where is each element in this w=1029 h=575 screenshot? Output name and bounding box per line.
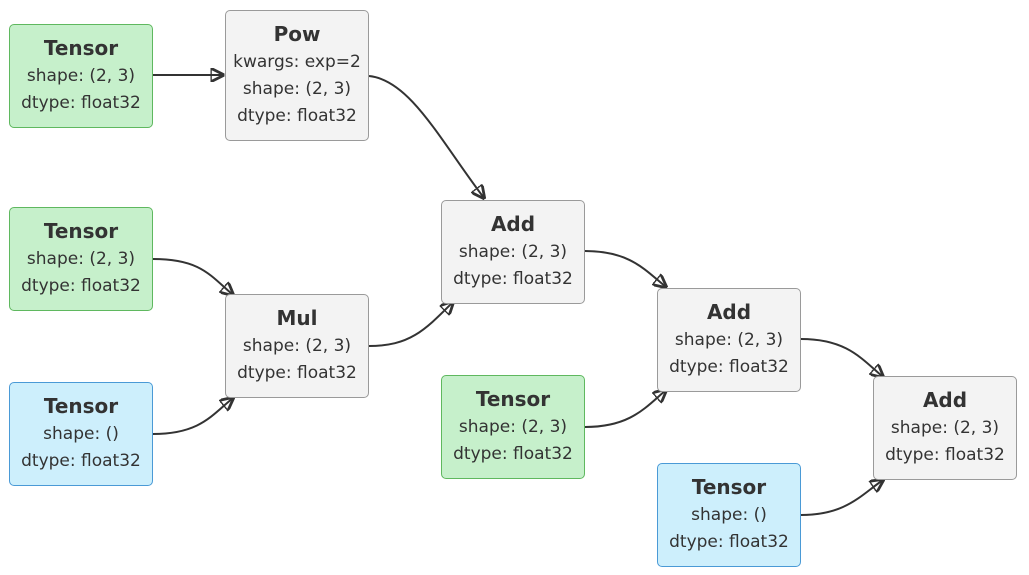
- edge-tensor-e-to-add-3: [800, 480, 883, 516]
- node-title: Tensor: [43, 36, 119, 60]
- node-add-1[interactable]: Add shape: (2, 3) dtype: float32: [441, 200, 585, 304]
- node-shape: shape: (2, 3): [242, 336, 352, 356]
- node-tensor-b[interactable]: Tensor shape: (2, 3) dtype: float32: [9, 207, 153, 311]
- node-tensor-e[interactable]: Tensor shape: () dtype: float32: [657, 463, 801, 567]
- edge-tensor-d-to-add-2: [584, 390, 666, 428]
- node-shape: shape: (2, 3): [242, 79, 352, 99]
- node-dtype: dtype: float32: [21, 451, 141, 471]
- node-title: Tensor: [43, 219, 119, 243]
- node-title: Add: [706, 300, 752, 324]
- node-dtype: dtype: float32: [237, 363, 357, 383]
- node-shape: shape: (2, 3): [458, 242, 568, 262]
- node-tensor-d[interactable]: Tensor shape: (2, 3) dtype: float32: [441, 375, 585, 479]
- edge-add-2-to-add-3: [800, 338, 883, 377]
- node-shape: shape: (2, 3): [26, 66, 136, 86]
- edge-tensor-c-to-mul: [152, 398, 233, 435]
- edge-pow-to-add-1: [368, 75, 484, 198]
- node-dtype: dtype: float32: [885, 445, 1005, 465]
- node-shape: shape: (2, 3): [458, 417, 568, 437]
- node-title: Mul: [276, 306, 318, 330]
- node-title: Pow: [273, 22, 321, 46]
- node-title: Add: [922, 388, 968, 412]
- edge-mul-to-add-1: [368, 302, 453, 347]
- node-dtype: dtype: float32: [21, 93, 141, 113]
- node-shape: shape: (2, 3): [26, 249, 136, 269]
- node-mul[interactable]: Mul shape: (2, 3) dtype: float32: [225, 294, 369, 398]
- node-dtype: dtype: float32: [453, 269, 573, 289]
- edge-tensor-b-to-mul: [152, 258, 233, 295]
- node-dtype: dtype: float32: [21, 276, 141, 296]
- node-tensor-a[interactable]: Tensor shape: (2, 3) dtype: float32: [9, 24, 153, 128]
- node-add-2[interactable]: Add shape: (2, 3) dtype: float32: [657, 288, 801, 392]
- node-title: Tensor: [43, 394, 119, 418]
- node-title: Tensor: [691, 475, 767, 499]
- edge-add-1-to-add-2: [584, 250, 666, 287]
- node-shape: shape: (2, 3): [674, 330, 784, 350]
- node-dtype: dtype: float32: [669, 357, 789, 377]
- node-title: Add: [490, 212, 536, 236]
- node-shape: shape: (2, 3): [890, 418, 1000, 438]
- node-kwargs: kwargs: exp=2: [233, 52, 361, 72]
- node-add-3[interactable]: Add shape: (2, 3) dtype: float32: [873, 376, 1017, 480]
- node-dtype: dtype: float32: [453, 444, 573, 464]
- node-title: Tensor: [475, 387, 551, 411]
- node-pow[interactable]: Pow kwargs: exp=2 shape: (2, 3) dtype: f…: [225, 10, 369, 141]
- node-dtype: dtype: float32: [669, 532, 789, 552]
- node-shape: shape: (): [691, 505, 767, 525]
- node-tensor-c[interactable]: Tensor shape: () dtype: float32: [9, 382, 153, 486]
- node-shape: shape: (): [43, 424, 119, 444]
- node-dtype: dtype: float32: [237, 106, 357, 126]
